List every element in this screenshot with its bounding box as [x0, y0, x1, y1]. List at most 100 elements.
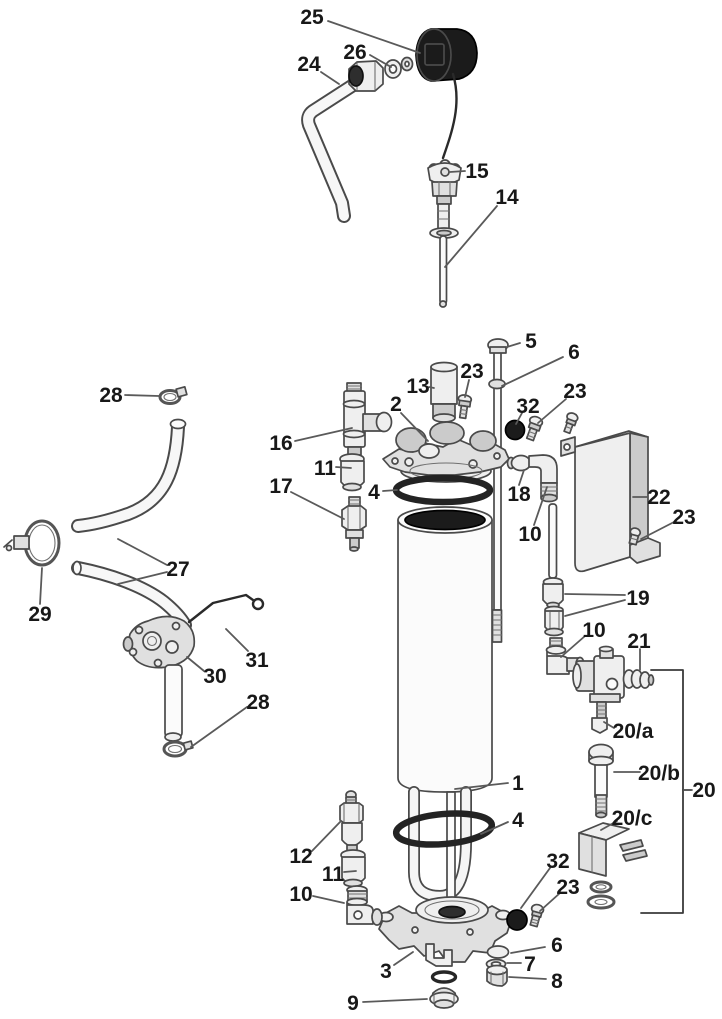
part-label-21: 21 — [627, 630, 651, 653]
part-label-28-mid: 28 — [246, 691, 270, 714]
part-6-nut-bottom — [486, 945, 510, 959]
leader-line-10-top — [533, 486, 548, 526]
leader-line-32-top — [515, 412, 523, 425]
part-label-23-bottom: 23 — [556, 876, 579, 899]
part-label-32-top: 32 — [516, 395, 539, 418]
part-26-washers — [384, 56, 414, 79]
part-label-3: 3 — [380, 960, 392, 983]
part-28-hose-clamp-mid — [162, 740, 194, 758]
part-label-10-bottom: 10 — [289, 883, 312, 906]
part-1-boiler-body — [397, 506, 493, 793]
part-25-knob — [415, 28, 478, 82]
part-label-29: 29 — [28, 603, 51, 626]
part-label-6-top: 6 — [568, 341, 580, 364]
part-label-18: 18 — [507, 483, 531, 506]
part-12-fitting — [339, 790, 364, 853]
part-13-fitting — [430, 361, 458, 423]
leader-line-23-bottom — [539, 892, 561, 912]
leader-line-1 — [454, 782, 509, 790]
part-label-10-top: 10 — [518, 523, 541, 546]
part-23-screw-box — [628, 527, 642, 546]
part-20c-solenoid-coil — [578, 822, 648, 877]
part-label-26: 26 — [343, 41, 366, 64]
part-20-group-bracket — [640, 669, 692, 914]
leader-line-20a — [603, 721, 615, 729]
part-2-boiler-top-casting — [382, 421, 510, 483]
part-30-valve-body — [122, 615, 196, 669]
part-16-tee-fitting — [342, 382, 393, 456]
part-label-4-bottom: 4 — [512, 809, 524, 832]
leader-line-10-mid — [560, 635, 586, 658]
part-11-fitting-top — [339, 453, 365, 492]
part-label-4-top: 4 — [368, 481, 380, 504]
part-20-washers — [586, 880, 616, 910]
leader-line-25 — [327, 20, 421, 54]
part-label-15: 15 — [465, 160, 489, 183]
diagram-artwork — [3, 28, 692, 1009]
leader-line-32-bottom — [520, 867, 551, 909]
part-15-level-probe-cap — [427, 159, 462, 239]
part-23-screw-top — [457, 394, 473, 420]
part-label-25: 25 — [300, 6, 324, 29]
leader-line-30 — [186, 656, 205, 672]
part-11-fitting-bottom — [340, 849, 366, 888]
leader-line-16 — [294, 427, 353, 442]
part-label-20b: 20/b — [638, 762, 680, 785]
leader-line-5 — [506, 342, 521, 348]
leader-line-4-top — [382, 489, 398, 492]
leader-line-31 — [225, 628, 249, 652]
part-label-12: 12 — [289, 845, 312, 868]
part-29-hose-clamp-large — [3, 519, 61, 567]
leader-line-12 — [311, 820, 342, 852]
leader-line-15 — [449, 170, 466, 173]
leader-line-19 — [564, 593, 626, 596]
part-label-10-mid: 10 — [582, 619, 605, 642]
part-label-9: 9 — [347, 992, 359, 1015]
part-19-fitting-upper — [542, 577, 564, 609]
part-9-oring-small — [430, 970, 458, 984]
leader-line-23-box — [640, 521, 675, 540]
part-label-14: 14 — [495, 186, 519, 209]
part-label-6-bottom: 6 — [551, 934, 563, 957]
part-23-screw-upper-b — [563, 412, 579, 435]
part-4-oring-bottom — [392, 810, 496, 848]
part-19-fitting-lower — [544, 605, 564, 637]
leader-line-4-bottom — [480, 821, 509, 835]
leader-line-6-top — [501, 356, 564, 387]
leader-line-3 — [393, 951, 414, 966]
part-28-hose-clamp-top — [158, 385, 188, 405]
part-20b-bolt — [588, 743, 614, 819]
leader-line-29 — [39, 567, 43, 605]
leader-line-10-bottom — [312, 895, 345, 904]
leader-line-23-upper-right — [537, 398, 567, 424]
leader-line-19-1 — [564, 599, 626, 617]
leader-line-27 — [117, 538, 168, 566]
part-label-8: 8 — [551, 970, 563, 993]
leader-line-20c — [600, 820, 618, 831]
part-17-fitting — [341, 496, 367, 552]
leader-line-17 — [290, 491, 345, 520]
part-label-30: 30 — [203, 665, 226, 688]
leader-line-9 — [362, 998, 428, 1003]
part-label-31: 31 — [245, 649, 269, 672]
part-label-20: 20 — [692, 779, 715, 802]
leader-line-14 — [444, 205, 498, 268]
part-label-23-upper-right: 23 — [563, 380, 586, 403]
part-10-elbow-bottom — [346, 885, 383, 926]
part-label-17: 17 — [269, 475, 292, 498]
leader-line-24 — [320, 71, 340, 85]
part-3-bottom-flange — [378, 896, 512, 967]
part-label-5: 5 — [525, 330, 537, 353]
leader-line-6-bottom — [510, 946, 546, 954]
part-label-32-bottom: 32 — [546, 850, 569, 873]
part-24-steam-pipe — [301, 73, 368, 223]
leader-line-2 — [400, 412, 429, 442]
part-32-grommet-top — [504, 419, 526, 441]
part-label-28-top: 28 — [99, 384, 123, 407]
part-label-13: 13 — [406, 375, 429, 398]
part-label-19: 19 — [626, 587, 649, 610]
part-24-pipe-nut — [348, 60, 384, 92]
